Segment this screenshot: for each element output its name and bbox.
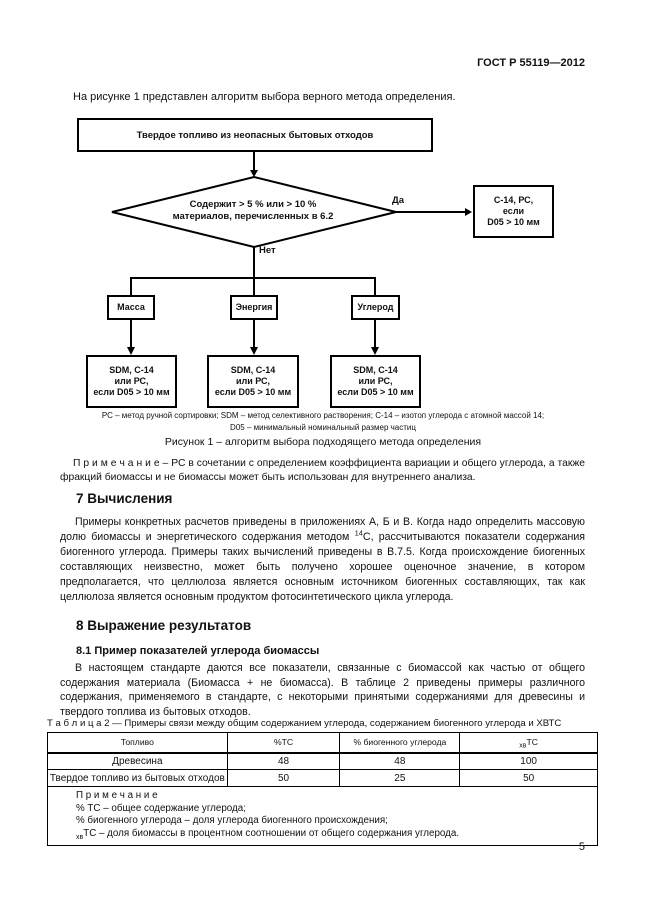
method-box-3: SDM, С-14 или РС, если D05 > 10 мм: [330, 355, 421, 408]
branch-box-energy: Энергия: [230, 295, 278, 320]
cell-bio: 48: [339, 752, 461, 770]
table-caption: Т а б л и ц а 2 — Примеры связи между об…: [47, 718, 562, 729]
branch-box-energy-label: Энергия: [235, 302, 273, 312]
method-box-1-line2: или РС,: [114, 376, 149, 386]
intro-paragraph: На рисунке 1 представлен алгоритм выбора…: [73, 91, 456, 103]
yes-box-line2: если: [502, 206, 525, 216]
branch-box-carbon: Углерод: [351, 295, 400, 320]
table-note-line3-text: ТС – доля биомассы в процентном соотноше…: [83, 827, 460, 839]
figure-flowchart: Твердое топливо из неопасных бытовых отх…: [0, 115, 646, 410]
method-box-2-line2: или РС,: [235, 376, 271, 386]
isotope-superscript: 14: [354, 528, 363, 538]
yes-edge-label: Да: [392, 195, 405, 206]
method-box-2: SDM, С-14 или РС, если D05 > 10 мм: [207, 355, 299, 408]
table-note-label: П р и м е ч а н и е: [76, 790, 158, 801]
no-edge-label: Нет: [259, 245, 276, 256]
table-note-row: П р и м е ч а н и е % ТС – общее содержа…: [47, 786, 598, 846]
connector-lines: [130, 152, 466, 348]
doc-header: ГОСТ Р 55119—2012: [477, 57, 585, 69]
table-note-line3: хвТС – доля биомассы в процентном соотно…: [76, 828, 591, 841]
figure-legend-line1: РС – метод ручной сортировки; SDM – мето…: [101, 411, 545, 420]
branch-box-carbon-label: Углерод: [357, 302, 394, 312]
flow-top-box-label: Твердое топливо из неопасных бытовых отх…: [136, 129, 374, 141]
header-cell-tc: %ТС: [226, 732, 341, 754]
table-header-row: Топливо %ТС % биогенного углерода хвТС: [47, 732, 598, 754]
method-box-3-line3: если D05 > 10 мм: [337, 387, 414, 397]
yes-box-line1: С-14, РС,: [493, 195, 534, 205]
header-cell-xbtc: хвТС: [459, 732, 598, 754]
method-box-1-line1: SDM, С-14: [109, 365, 154, 375]
flow-top-box: Твердое топливо из неопасных бытовых отх…: [77, 118, 433, 152]
method-box-3-line1: SDM, С-14: [353, 365, 398, 375]
results-table: Топливо %ТС % биогенного углерода хвТС Д…: [47, 732, 598, 846]
flowchart-connectors: [111, 152, 472, 355]
cell-xb: 100: [459, 752, 598, 770]
page-number: 5: [578, 841, 585, 853]
decision-line2: материалов, перечисленных в 6.2: [172, 210, 334, 222]
section-8-paragraph: В настоящем стандарте даются все показат…: [60, 662, 585, 718]
table-row-waste-fuel: Твердое топливо из бытовых отходов 50 25…: [47, 769, 598, 787]
method-box-3-line2: или РС,: [358, 376, 393, 386]
cell-bio: 25: [339, 769, 461, 787]
figure-legend-line2: D05 – минимальный номинальный размер час…: [230, 423, 416, 432]
section-7-heading: 7 Вычисления: [76, 491, 173, 506]
xb-subscript: хв: [519, 742, 527, 750]
method-box-1-line3: если D05 > 10 мм: [93, 387, 170, 397]
cell-tc: 48: [226, 752, 341, 770]
method-box-2-line1: SDM, С-14: [230, 365, 276, 375]
decision-diamond-shape: [111, 175, 397, 249]
flow-yes-box: С-14, РС, если D05 > 10 мм: [473, 185, 554, 238]
xb-main: ТС: [526, 737, 538, 748]
table-row-wood: Древесина 48 48 100: [47, 752, 598, 770]
cell-fuel: Твердое топливо из бытовых отходов: [47, 769, 228, 787]
header-cell-biogenic: % биогенного углерода: [339, 732, 461, 754]
figure-note: П р и м е ч а н и е – РС в сочетании с о…: [60, 458, 585, 483]
section-8-1-heading: 8.1 Пример показателей углерода биомассы: [76, 645, 320, 657]
table-note: П р и м е ч а н и е % ТС – общее содержа…: [47, 786, 598, 846]
decision-line1: Содержит > 5 % или > 10 %: [189, 199, 317, 210]
section-7-text-1: Примеры конкретных расчетов приведены в …: [60, 516, 585, 543]
cell-xb: 50: [459, 769, 598, 787]
header-cell-fuel: Топливо: [47, 732, 228, 754]
method-box-2-line3: если D05 > 10 мм: [214, 387, 292, 397]
cell-tc: 50: [226, 769, 341, 787]
arrowheads: [127, 170, 472, 355]
figure-caption: Рисунок 1 – алгоритм выбора подходящего …: [164, 436, 482, 448]
section-7-text-2: С, рассчитываются показатели содержания …: [60, 531, 585, 603]
section-8-heading: 8 Выражение результатов: [76, 618, 252, 633]
branch-box-mass-label: Масса: [117, 302, 145, 312]
decision-diamond-label: Содержит > 5 % или > 10 % материалов, пе…: [140, 199, 366, 222]
table-note-line2: % биогенного углерода – доля углерода би…: [76, 815, 388, 826]
xb-subscript: хв: [76, 833, 84, 841]
table-note-line1: % ТС – общее содержание углерода;: [76, 802, 246, 814]
section-7-paragraph: Примеры конкретных расчетов приведены в …: [60, 515, 585, 605]
cell-fuel: Древесина: [47, 752, 228, 770]
method-box-1: SDM, С-14 или РС, если D05 > 10 мм: [86, 355, 177, 408]
branch-box-mass: Масса: [107, 295, 155, 320]
yes-box-line3: D05 > 10 мм: [487, 217, 540, 227]
